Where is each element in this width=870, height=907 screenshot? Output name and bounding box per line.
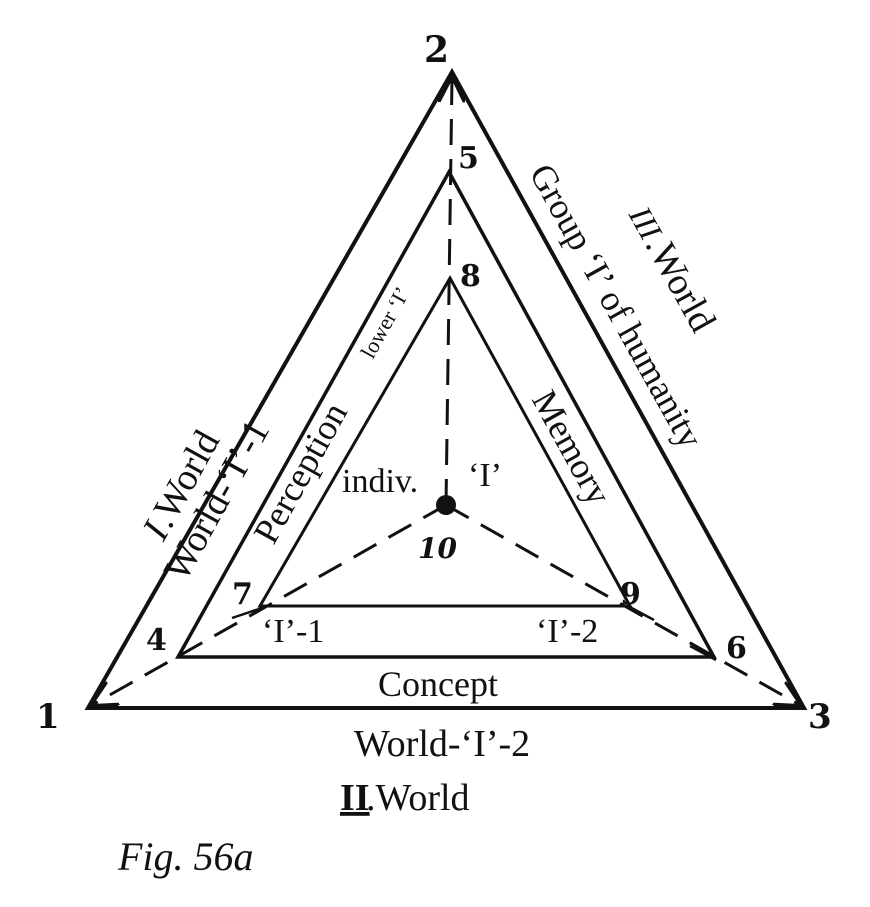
vertex-2: 2 xyxy=(424,29,449,71)
vertex-4: 4 xyxy=(146,623,167,658)
center-dot xyxy=(436,495,456,515)
vertex-7: 7 xyxy=(232,577,253,612)
vertex-6: 6 xyxy=(726,631,747,666)
outer-triangle xyxy=(84,67,808,710)
indiv-label: indiv. xyxy=(342,463,418,500)
dashed-axis-vertical xyxy=(446,78,452,506)
vertex-5: 5 xyxy=(458,141,479,176)
figure-caption: Fig. 56a xyxy=(117,834,254,879)
vertex-1: 1 xyxy=(36,697,60,737)
memory-label: Memory xyxy=(524,384,619,512)
i-2-label: ‘I’-2 xyxy=(536,613,598,650)
world-three-label: .World xyxy=(637,228,724,339)
i-center-label: ‘I’ xyxy=(468,457,502,494)
world-two-label: .World xyxy=(366,777,470,819)
i-1-label: ‘I’-1 xyxy=(262,613,324,650)
tick-mark xyxy=(689,644,717,662)
tick-mark xyxy=(231,606,263,620)
vertex-9: 9 xyxy=(620,577,641,612)
vertex-10: 10 xyxy=(418,532,457,565)
inner-triangle xyxy=(257,274,633,608)
vertex-3: 3 xyxy=(808,697,832,737)
concept-label: Concept xyxy=(378,664,498,704)
tick-mark xyxy=(627,604,655,622)
middle-triangle xyxy=(175,168,717,659)
dashed-axis-right xyxy=(445,503,800,705)
world-i-2-label: World-‘I’-2 xyxy=(354,723,530,765)
world-two-numeral: II xyxy=(340,777,370,819)
dashed-axis-left xyxy=(92,503,447,705)
vertex-8: 8 xyxy=(460,259,481,294)
